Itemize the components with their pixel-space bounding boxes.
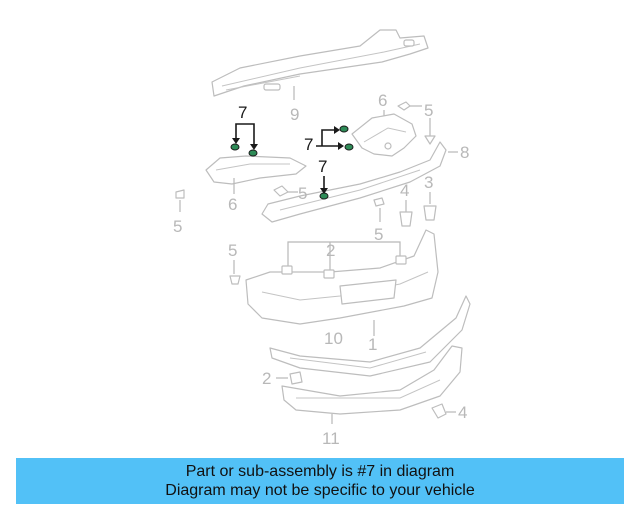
arrowhead-7-left-b — [250, 144, 258, 150]
nut-4-right[interactable] — [399, 211, 413, 227]
callout-4-right[interactable]: 4 — [400, 181, 409, 200]
callout-7-lower[interactable]: 7 — [318, 157, 327, 176]
callout-9[interactable]: 9 — [290, 105, 299, 124]
fastener-7-mid-b[interactable] — [344, 143, 354, 151]
arrowhead-7-lower — [320, 188, 328, 194]
bumper-cover-part[interactable] — [245, 229, 439, 325]
banner-line-2: Diagram may not be specific to your vehi… — [165, 482, 475, 499]
nut-4-bottom[interactable] — [431, 403, 447, 419]
arrowhead-7-left-a — [232, 138, 240, 144]
fastener-7-left-b[interactable] — [248, 149, 258, 157]
callout-6-top[interactable]: 6 — [378, 91, 387, 110]
screw-5-top-right[interactable] — [397, 101, 411, 111]
lower-valance-part[interactable] — [281, 345, 463, 415]
clip-3-part[interactable] — [423, 205, 437, 221]
callout-5-top-right[interactable]: 5 — [424, 101, 433, 120]
screw-5-left-lower[interactable] — [229, 275, 241, 285]
callout-7-mid[interactable]: 7 — [304, 135, 313, 154]
callout-3[interactable]: 3 — [424, 173, 433, 192]
callout-1[interactable]: 1 — [368, 335, 377, 354]
callout-7-left[interactable]: 7 — [238, 103, 247, 122]
banner-line-1: Part or sub-assembly is #7 in diagram — [185, 463, 455, 480]
leader-7-left — [235, 123, 255, 144]
callout-4-bottom[interactable]: 4 — [458, 403, 467, 422]
callout-2-top[interactable]: 2 — [326, 241, 335, 260]
leader-7-mid — [316, 129, 340, 147]
callout-11[interactable]: 11 — [322, 429, 340, 448]
left-bracket-part[interactable] — [205, 155, 307, 185]
callout-5-center[interactable]: 5 — [374, 225, 383, 244]
screw-5-far-left[interactable] — [175, 189, 185, 199]
info-banner: Part or sub-assembly is #7 in diagram Di… — [16, 458, 624, 504]
clip-part — [424, 135, 436, 145]
screw-5-center[interactable] — [373, 197, 385, 207]
retainer-2-lower[interactable] — [289, 371, 303, 385]
fastener-7-left-a[interactable] — [230, 143, 240, 151]
callout-10[interactable]: 10 — [324, 329, 343, 348]
fastener-7-lower[interactable] — [319, 192, 329, 200]
callout-2-lower[interactable]: 2 — [262, 369, 271, 388]
right-bracket-part[interactable] — [351, 113, 417, 157]
callout-6-left[interactable]: 6 — [228, 195, 237, 214]
arrowhead-7-mid-b — [338, 142, 344, 150]
impact-bar-part[interactable] — [211, 29, 429, 97]
callout-8[interactable]: 8 — [460, 143, 469, 162]
arrowhead-7-mid-a — [334, 126, 340, 134]
callout-5-left-lower[interactable]: 5 — [228, 241, 237, 260]
leader-2-top — [287, 241, 401, 270]
callout-5-mid[interactable]: 5 — [298, 184, 307, 203]
screw-5-mid[interactable] — [273, 185, 289, 197]
step-pad-part[interactable] — [269, 295, 471, 377]
parts-diagram: 9 6 5 8 6 5 5 4 3 — [173, 29, 471, 448]
fastener-7-mid-a[interactable] — [339, 125, 349, 133]
absorber-strip-part[interactable] — [261, 141, 447, 223]
callout-5-far-left[interactable]: 5 — [173, 217, 182, 236]
